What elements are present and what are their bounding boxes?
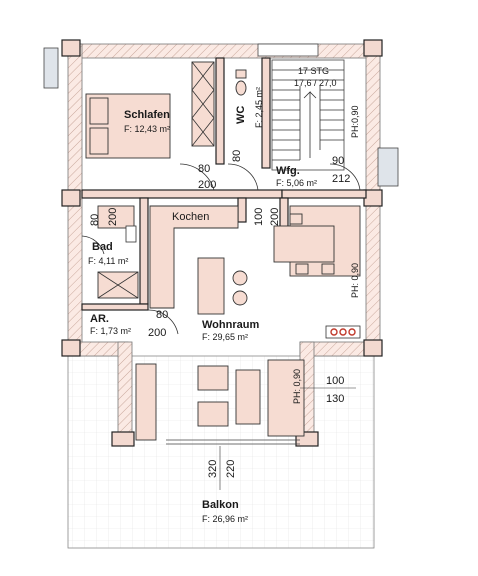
dim-200-b: 200 [107,208,119,226]
dim-220: 220 [225,460,237,478]
balcony-door [166,439,300,445]
stair-label-ratio: 17,6 / 27,0 [294,78,337,88]
room-name-wfg: Wfg. [276,165,300,177]
room-name-bad: Bad [92,241,113,253]
bath-fixtures [97,205,139,299]
bed [85,93,171,159]
island [197,257,248,315]
dim-80-d: 80 [156,309,168,321]
window-right [377,147,399,187]
dim-212: 212 [332,173,350,185]
dim-80-b: 80 [231,150,243,162]
dim-80-a: 80 [198,163,210,175]
room-name-balkon: Balkon [202,499,239,511]
interior-walls [81,57,367,311]
room-name-ar: AR. [90,313,109,325]
staircase [271,59,345,171]
stair-label-steps: 17 STG [298,66,329,76]
room-area-ar: F: 1,73 m² [90,326,131,336]
room-area-schlafen: F: 12,43 m² [124,124,170,134]
ph-living-label: PH: 0,90 [292,369,302,404]
room-area-wc: F: 2,45 m² [254,87,264,128]
dim-100-v: 100 [253,208,265,226]
dim-200-c: 200 [148,327,166,339]
dim-80-c: 80 [89,214,101,226]
dim-320: 320 [207,460,219,478]
dimension-lines [219,387,356,490]
living-furniture [135,359,305,441]
window-top [257,43,319,57]
window-left [43,47,59,89]
room-area-wfg: F: 5,06 m² [276,178,317,188]
kitchen-counter [149,205,361,309]
ph-right-label: PH: 0,90 [350,263,360,298]
room-name-schlafen: Schlafen [124,109,170,121]
dim-200-v: 200 [269,208,281,226]
dim-100: 100 [326,375,344,387]
toilet [235,69,247,96]
room-area-balkon: F: 26,96 m² [202,514,248,524]
ph-stair-label: PH:0,90 [350,105,360,138]
dim-200-a: 200 [198,179,216,191]
room-area-bad: F: 4,11 m² [88,256,128,266]
stove [325,325,361,339]
dim-130: 130 [326,393,344,405]
room-name-wc: WC [235,106,247,124]
room-name-wohnraum: Wohnraum [202,319,259,331]
room-name-kochen: Kochen [172,211,209,223]
door-swings [81,163,361,335]
room-area-wohnraum: F: 29,65 m² [202,332,248,342]
dim-90: 90 [332,155,344,167]
